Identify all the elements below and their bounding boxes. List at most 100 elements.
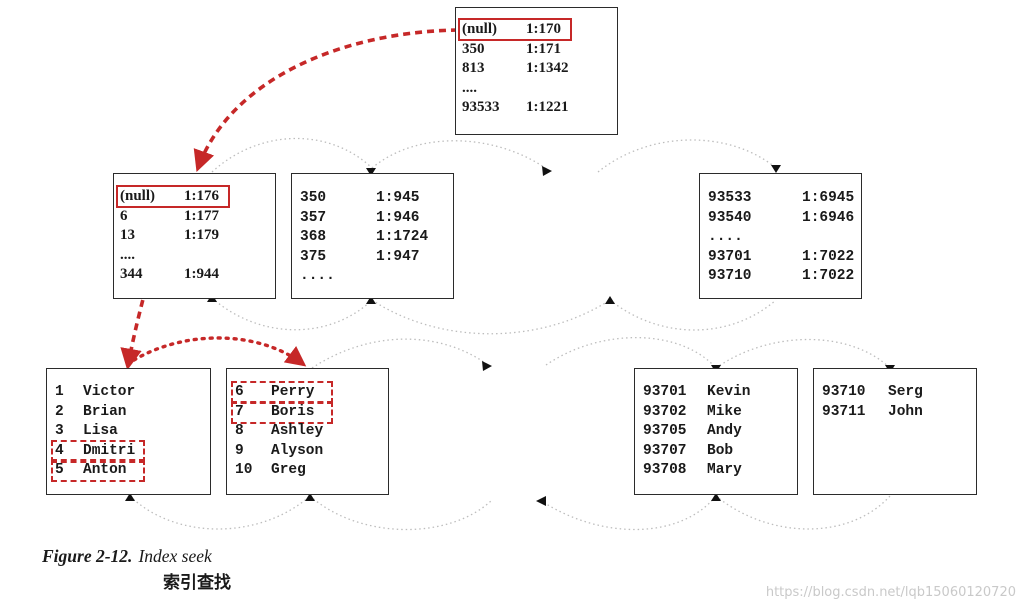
row-id: 6 bbox=[235, 384, 244, 400]
index-row: 813 1:1342 bbox=[460, 59, 570, 78]
row-page-pointer: 1:171 bbox=[526, 40, 561, 57]
row-name: Victor bbox=[83, 384, 136, 400]
row-name: Perry bbox=[271, 384, 315, 400]
row-name: Dmitri bbox=[83, 442, 136, 459]
row-name: Andy bbox=[707, 423, 742, 440]
row-id: 2 bbox=[55, 403, 64, 420]
watermark: https://blog.csdn.net/lqb15060120720 bbox=[765, 585, 1016, 600]
link-arrowhead bbox=[366, 168, 376, 176]
leaf-row: 3 Lisa bbox=[53, 422, 143, 441]
row-name: Bob bbox=[707, 442, 734, 459]
row-key: 93540 bbox=[708, 209, 752, 226]
row-id: 8 bbox=[235, 423, 244, 440]
row-key: 357 bbox=[300, 209, 327, 226]
row-id: 9 bbox=[235, 442, 244, 459]
link-arrowhead bbox=[125, 493, 135, 501]
row-page-pointer: 1:7022 bbox=[802, 248, 855, 265]
index-row: 93540 1:6946 bbox=[706, 209, 854, 228]
row-key: .... bbox=[708, 229, 743, 246]
row-page-pointer: 1:947 bbox=[376, 248, 420, 265]
row-key: 350 bbox=[300, 190, 327, 206]
index-row: .... bbox=[118, 246, 228, 265]
row-name: Boris bbox=[271, 403, 315, 420]
prev-link-curve bbox=[609, 299, 777, 331]
row-name: Anton bbox=[83, 462, 127, 479]
row-page-pointer: 1:6946 bbox=[802, 209, 855, 226]
row-name: John bbox=[888, 403, 923, 420]
row-key: 6 bbox=[120, 207, 128, 224]
prev-link-curve bbox=[715, 495, 891, 530]
row-page-pointer: 1:7022 bbox=[802, 268, 855, 285]
next-link-curve bbox=[715, 338, 891, 369]
index-row: (null)1:170 bbox=[458, 18, 572, 41]
row-key: .... bbox=[300, 268, 335, 285]
seek-arrow-root-to-intermediate bbox=[193, 28, 459, 173]
figure-caption: Figure 2-12.Index seek bbox=[42, 546, 212, 567]
index-row: 344 1:944 bbox=[118, 265, 228, 284]
index-row: .... bbox=[460, 79, 570, 98]
figure-number: Figure 2-12. bbox=[42, 546, 133, 566]
row-id: 93711 bbox=[822, 403, 866, 420]
row-key: 813 bbox=[462, 60, 485, 77]
row-page-pointer: 1:946 bbox=[376, 209, 420, 226]
row-page-pointer: 1:945 bbox=[376, 190, 420, 206]
figure-title: Index seek bbox=[138, 546, 212, 566]
row-id: 93702 bbox=[643, 403, 687, 420]
leaf-row: 8 Ashley bbox=[233, 422, 331, 441]
index-row: (null)1:176 bbox=[116, 185, 230, 208]
row-name: Serg bbox=[888, 384, 923, 400]
row-page-pointer: 1:944 bbox=[184, 266, 219, 283]
leaf-row: 6 Perry bbox=[231, 381, 333, 404]
row-key: 375 bbox=[300, 248, 327, 265]
range-scan-arrow-to-next-leaf bbox=[132, 336, 307, 367]
prev-link-curve bbox=[129, 495, 311, 530]
row-key: 13 bbox=[120, 227, 135, 244]
link-arrowhead bbox=[711, 493, 721, 501]
row-key: .... bbox=[462, 79, 477, 96]
prev-link-curve bbox=[539, 495, 717, 531]
link-arrowhead bbox=[482, 361, 492, 371]
row-name: Ashley bbox=[271, 423, 324, 440]
row-id: 3 bbox=[55, 423, 64, 440]
link-arrowhead bbox=[771, 165, 781, 173]
index-row: 350 1:945 bbox=[298, 189, 420, 208]
row-name: Kevin bbox=[707, 384, 751, 400]
row-id: 5 bbox=[55, 462, 64, 479]
row-name: Lisa bbox=[83, 423, 118, 440]
link-arrowhead bbox=[542, 166, 552, 176]
link-arrowhead bbox=[366, 296, 376, 304]
row-id: 10 bbox=[235, 462, 253, 479]
prev-link-curve bbox=[211, 297, 373, 331]
row-key: 344 bbox=[120, 266, 143, 283]
row-page-pointer: 1:1342 bbox=[526, 60, 569, 77]
link-arrowhead bbox=[605, 296, 615, 304]
row-name: Greg bbox=[271, 462, 306, 479]
row-key: 368 bbox=[300, 229, 327, 246]
row-page-pointer: 1:1221 bbox=[526, 99, 569, 116]
row-id: 93701 bbox=[643, 384, 687, 400]
row-name: Mary bbox=[707, 462, 742, 479]
row-id: 93707 bbox=[643, 442, 687, 459]
next-link-curve bbox=[545, 337, 717, 369]
prev-link-curve bbox=[371, 299, 611, 335]
row-id: 93708 bbox=[643, 462, 687, 479]
row-key: (null) bbox=[120, 188, 156, 204]
row-key: .... bbox=[120, 246, 135, 263]
row-id: 93705 bbox=[643, 423, 687, 440]
index-row: .... bbox=[298, 267, 420, 286]
